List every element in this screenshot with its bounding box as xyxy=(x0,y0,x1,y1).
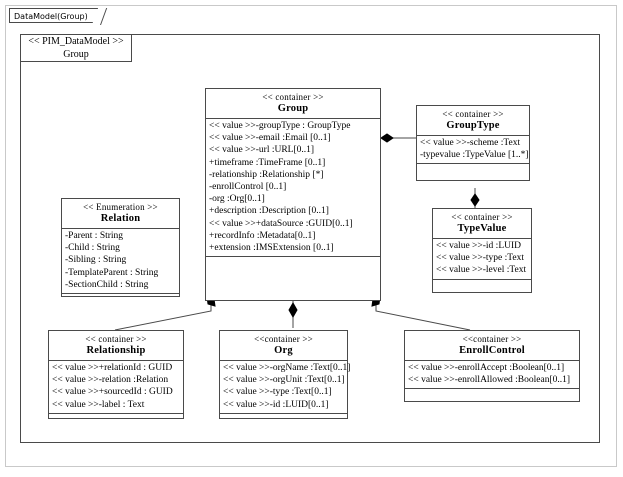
attribute-row: << value >>+relationId : GUID xyxy=(52,363,173,373)
attribute-row: << value >>-orgUnit :Text[0..1] xyxy=(223,375,345,386)
attribute-row: << value >>-groupType : GroupType xyxy=(209,121,351,131)
class-box-typevalue[interactable]: << container >> TypeValue << value >>-id… xyxy=(432,208,532,293)
class-header-grouptype: << container >> GroupType xyxy=(417,106,529,136)
attribute-row: -Child : String xyxy=(65,243,120,254)
attribute-row: +recordInfo :Metadata[0..1] xyxy=(209,230,316,241)
attribute-row: +description :Description [0..1] xyxy=(209,206,329,217)
package-name: Group xyxy=(63,49,89,60)
class-stereotype-relationship: << container >> xyxy=(85,334,147,344)
attribute-row: << value >>-enrollAccept :Boolean[0..1] xyxy=(408,363,565,373)
class-box-relation[interactable]: << Enumeration >> Relation -Parent : Str… xyxy=(61,198,180,297)
attribute-row: -TemplateParent : String xyxy=(65,267,159,278)
class-stereotype-enrollcontrol: <<container >> xyxy=(462,334,522,344)
class-stereotype-group: << container >> xyxy=(262,92,324,102)
class-box-relationship[interactable]: << container >> Relationship << value >>… xyxy=(48,330,184,419)
class-box-grouptype[interactable]: << container >> GroupType << value >>-sc… xyxy=(416,105,530,181)
class-attributes-relation: -Parent : String -Child : String -Siblin… xyxy=(62,229,179,295)
class-header-relation: << Enumeration >> Relation xyxy=(62,199,179,229)
class-operations-relation xyxy=(62,294,179,307)
class-name-org: Org xyxy=(274,345,293,356)
class-operations-org xyxy=(220,414,347,427)
class-name-group: Group xyxy=(277,103,309,114)
attribute-row: << value >>-level :Text xyxy=(436,265,527,276)
class-name-relation: Relation xyxy=(100,213,141,224)
class-operations-grouptype xyxy=(417,164,529,177)
class-name-enrollcontrol: EnrollControl xyxy=(459,345,525,356)
attribute-row: -relationship :Relationship [*] xyxy=(209,169,324,180)
class-name-grouptype: GroupType xyxy=(446,120,500,131)
class-stereotype-relation: << Enumeration >> xyxy=(83,202,158,212)
class-attributes-relationship: << value >>+relationId : GUID << value >… xyxy=(49,361,183,414)
diamond-group-org xyxy=(288,301,298,319)
attribute-row: << value >>-label : Text xyxy=(52,399,145,410)
class-box-org[interactable]: <<container >> Org << value >>-orgName :… xyxy=(219,330,351,419)
diagram-frame-tab: DataModel(Group) xyxy=(9,8,101,23)
attribute-row: << value >>-relation :Relation xyxy=(52,375,169,386)
attribute-row: -Sibling : String xyxy=(65,255,127,266)
package-stereotype: << PIM_DataModel >> xyxy=(28,36,124,47)
class-header-relationship: << container >> Relationship xyxy=(49,331,183,361)
attribute-row: << value >>-url :URL[0..1] xyxy=(209,145,315,156)
class-name-typevalue: TypeValue xyxy=(457,223,507,234)
link-group-enrollcontrol xyxy=(375,301,471,331)
class-operations-relationship xyxy=(49,414,183,427)
attribute-row: -enrollControl [0..1] xyxy=(209,182,287,193)
attribute-row: << value >>-email :Email [0..1] xyxy=(209,133,331,144)
class-attributes-org: << value >>-orgName :Text[0..1] << value… xyxy=(220,361,351,414)
class-operations-group xyxy=(206,257,380,270)
class-attributes-group: << value >>-groupType : GroupType << val… xyxy=(206,119,380,258)
package-tab: << PIM_DataModel >> Group xyxy=(20,34,132,62)
attribute-row: -SectionChild : String xyxy=(65,279,149,290)
class-header-typevalue: << container >> TypeValue xyxy=(433,209,531,239)
attribute-row: -Parent : String xyxy=(65,231,124,241)
attribute-row: << value >>-id :LUID[0..1] xyxy=(223,399,329,410)
attribute-row: << value >>-type :Text[0..1] xyxy=(223,387,332,398)
class-attributes-enrollcontrol: << value >>-enrollAccept :Boolean[0..1] … xyxy=(405,361,579,390)
attribute-row: -typevalue :TypeValue [1..*] xyxy=(420,150,529,161)
diamond-grouptype-typevalue xyxy=(470,193,480,207)
attribute-row: << value >>-orgName :Text[0..1] xyxy=(223,363,351,373)
attribute-row: << value >>-enrollAllowed :Boolean[0..1] xyxy=(408,375,571,386)
class-header-enrollcontrol: <<container >> EnrollControl xyxy=(405,331,579,361)
attribute-row: +timeframe :TimeFrame [0..1] xyxy=(209,157,326,168)
class-box-group[interactable]: << container >> Group << value >>-groupT… xyxy=(205,88,381,301)
class-box-enrollcontrol[interactable]: <<container >> EnrollControl << value >>… xyxy=(404,330,580,402)
attribute-row: -org :Org[0..1] xyxy=(209,194,265,205)
diamond-group-grouptype xyxy=(380,133,394,143)
class-header-group: << container >> Group xyxy=(206,89,380,119)
class-header-org: <<container >> Org xyxy=(220,331,347,361)
class-stereotype-org: <<container >> xyxy=(254,334,313,344)
class-operations-enrollcontrol xyxy=(405,389,579,402)
class-stereotype-typevalue: << container >> xyxy=(451,212,513,222)
class-operations-typevalue xyxy=(433,280,531,293)
class-name-relationship: Relationship xyxy=(86,345,146,356)
attribute-row: << value >>-type :Text xyxy=(436,253,525,264)
attribute-row: << value >>+dataSource :GUID[0..1] xyxy=(209,218,353,229)
attribute-row: << value >>-id :LUID xyxy=(436,241,522,251)
attribute-row: << value >>-scheme :Text xyxy=(420,138,521,148)
class-stereotype-grouptype: << container >> xyxy=(442,109,504,119)
class-attributes-typevalue: << value >>-id :LUID << value >>-type :T… xyxy=(433,239,531,280)
class-attributes-grouptype: << value >>-scheme :Text -typevalue :Typ… xyxy=(417,136,529,165)
attribute-row: +extension :IMSExtension [0..1] xyxy=(209,243,334,254)
attribute-row: << value >>+sourcedId : GUID xyxy=(52,387,173,398)
